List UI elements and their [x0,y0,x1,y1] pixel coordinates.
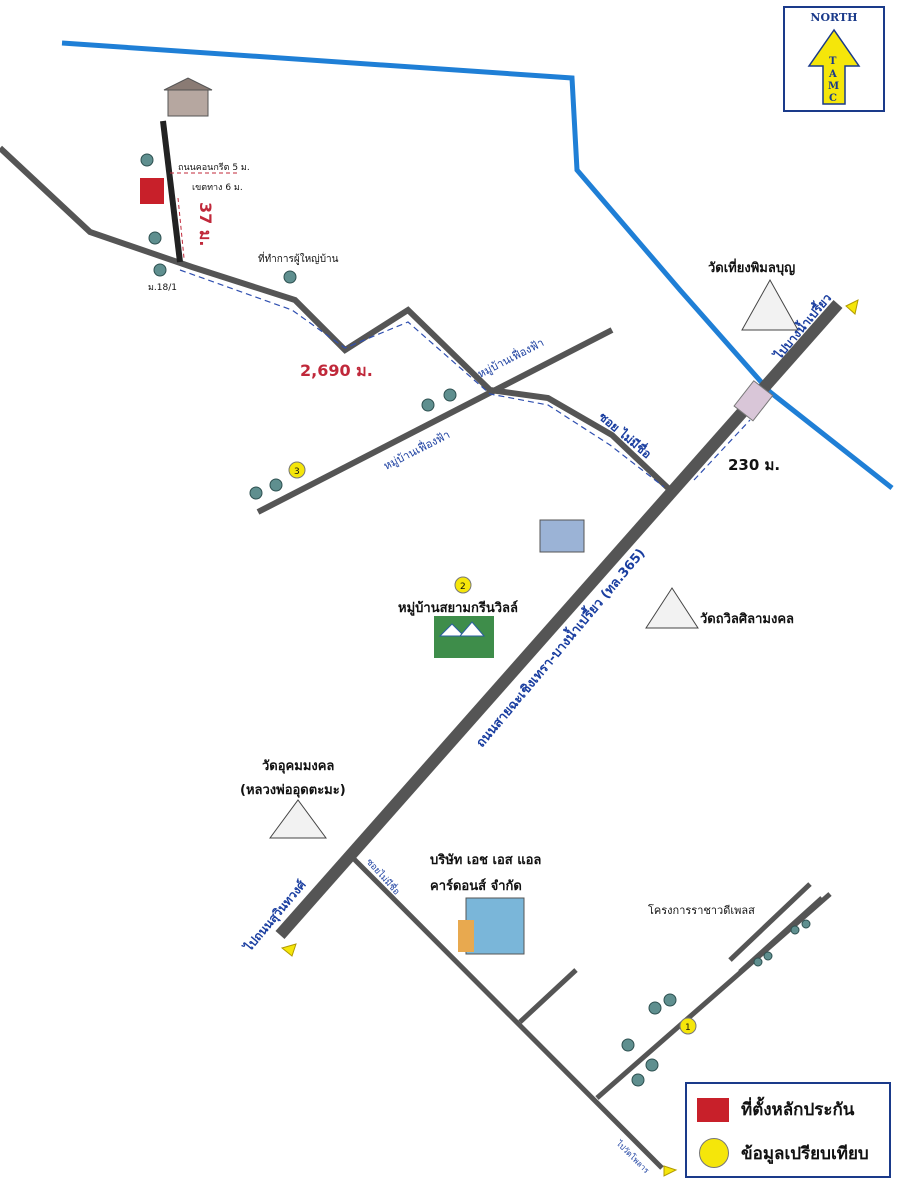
label-headman: ที่ทำการผู้ใหญ่บ้าน [258,251,339,265]
north-arrow-box: NORTH T A M C [783,6,885,112]
river [61,40,894,490]
house-icon [163,77,213,117]
marker-2-label: 2 [460,582,466,592]
road-feuangfa [256,327,614,515]
collateral-site [140,178,164,204]
marker-2 [454,576,472,594]
label-road-width-2: เขตทาง 6 ม. [192,183,243,193]
route-dashed-37 [177,197,185,259]
label-company-2: คาร์ดอนส์ จำกัด [430,878,522,894]
project-road-3 [738,896,824,974]
legend-red-swatch [697,1097,729,1122]
marker-1-label: 1 [685,1023,691,1033]
soi-branch [518,968,578,1024]
north-letter-c: C [829,93,837,104]
bridge [733,380,774,422]
north-letter-m: M [828,81,839,92]
legend-row-collateral: ที่ตั้งหลักประกัน [697,1096,854,1123]
label-wat-left-2: (หลวงพ่ออุดตะมะ) [240,783,346,798]
label-soi: ซอย ไม่มีชื่อ [596,408,655,461]
legend-yellow-swatch [699,1138,729,1168]
label-to-bottom-right: ไปวัดโพลาร [614,1138,652,1176]
north-letter-a: A [828,69,837,80]
soi-south [348,853,664,1170]
label-moo: ม.18/1 [148,283,177,293]
legend-collateral-label: ที่ตั้งหลักประกัน [741,1100,855,1120]
arrow-to-bottom-right [663,1165,678,1177]
marker-1 [679,1017,697,1035]
label-company-1: บริษัท เอช เอส แอล [430,853,541,868]
route-dashed-230 [693,419,751,481]
project-road-2 [728,882,812,962]
temple-icon [269,278,799,839]
legend-row-comparison: ข้อมูลเปรียบเทียบ [697,1138,869,1168]
north-label: NORTH [810,11,858,24]
label-wat-mid: วัดถวิลศิลามงคล [700,612,794,627]
arrow-to-top [845,299,859,315]
north-letter-t: T [829,56,837,67]
factory-icon [458,897,525,955]
road-collateral [160,120,183,263]
distance-37: 37 ม. [196,202,215,246]
building-icon [539,519,585,553]
marker-3 [288,461,306,479]
label-main-road: ถนนสายฉะเชิงเทรา-บางน้ำเปรี้ยว (ทล.365) [471,544,649,751]
label-village-road-1: หมู่บ้านเฟื่องฟ้า [475,334,547,380]
north-arrow-icon: T A M C [807,28,861,105]
distance-230: 230 ม. [728,456,780,474]
route-dashed [179,269,665,488]
label-wat-top: วัดเที่ยงพิมลบุญ [708,258,795,276]
label-project: โครงการราชาวดีเพลส [648,903,755,917]
distance-2690: 2,690 ม. [300,361,373,380]
map-legend: ที่ตั้งหลักประกัน ข้อมูลเปรียบเทียบ [685,1082,891,1178]
legend-comparison-label: ข้อมูลเปรียบเทียบ [741,1143,869,1164]
marker-3-label: 3 [294,467,300,477]
label-road-width-1: ถนนคอนกรีต 5 ม. [178,162,250,173]
label-wat-left-1: วัดอุคมมงคล [262,759,334,774]
road-north-west [0,145,671,491]
arrow-to-bottom [280,943,297,957]
village-icon [434,616,494,658]
label-village-green: หมู่บ้านสยามกรีนวิลล์ [398,600,518,616]
tree-icon [140,153,811,1087]
